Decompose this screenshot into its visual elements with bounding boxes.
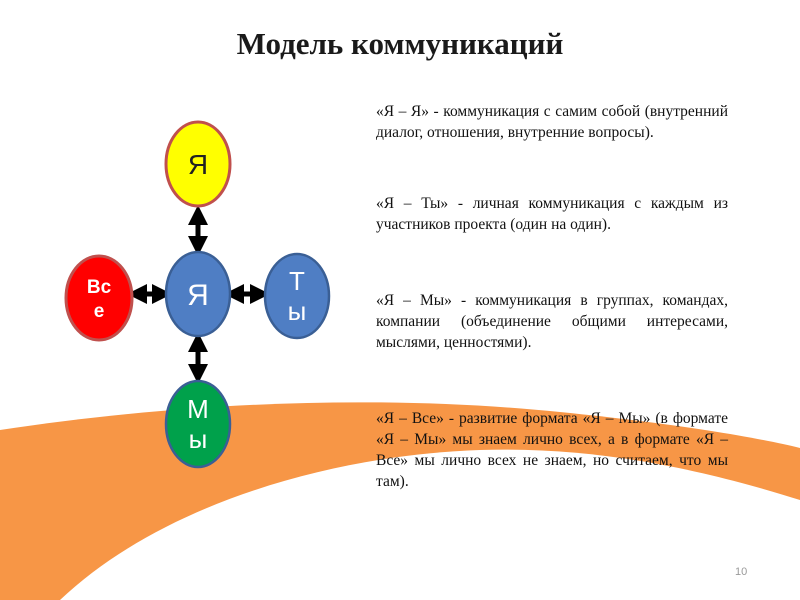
node-right-label-line1: Т: [289, 266, 305, 296]
paragraph-ya-ty: «Я – Ты» - личная коммуникация с каждым …: [376, 195, 728, 233]
node-top-ya: Я: [164, 120, 232, 208]
white-wave-overlay: [60, 449, 800, 600]
paragraph-ya-ya: «Я – Я» - коммуникация с самим собой (вн…: [376, 103, 728, 141]
node-center-ya: Я: [164, 250, 232, 338]
page-number: 10: [735, 566, 748, 578]
node-right-label-line2: ы: [288, 296, 307, 326]
node-left-label-line2: е: [94, 301, 105, 322]
node-top-label: Я: [188, 149, 208, 180]
node-bottom-my: М ы: [164, 379, 232, 469]
node-center-label: Я: [187, 279, 209, 312]
node-left-label-line1: Вс: [87, 277, 112, 298]
paragraph-ya-vse: «Я – Все» - развитие формата «Я – Мы» (в…: [376, 410, 728, 490]
slide-title: Модель коммуникаций: [236, 26, 564, 61]
node-bottom-label-line1: М: [187, 394, 209, 424]
node-right-ty: Т ы: [263, 252, 331, 340]
node-left-vse: Вс е: [64, 254, 134, 342]
paragraph-ya-my: «Я – Мы» - коммуникация в группах, коман…: [376, 292, 728, 351]
node-bottom-label-line2: ы: [189, 424, 208, 454]
